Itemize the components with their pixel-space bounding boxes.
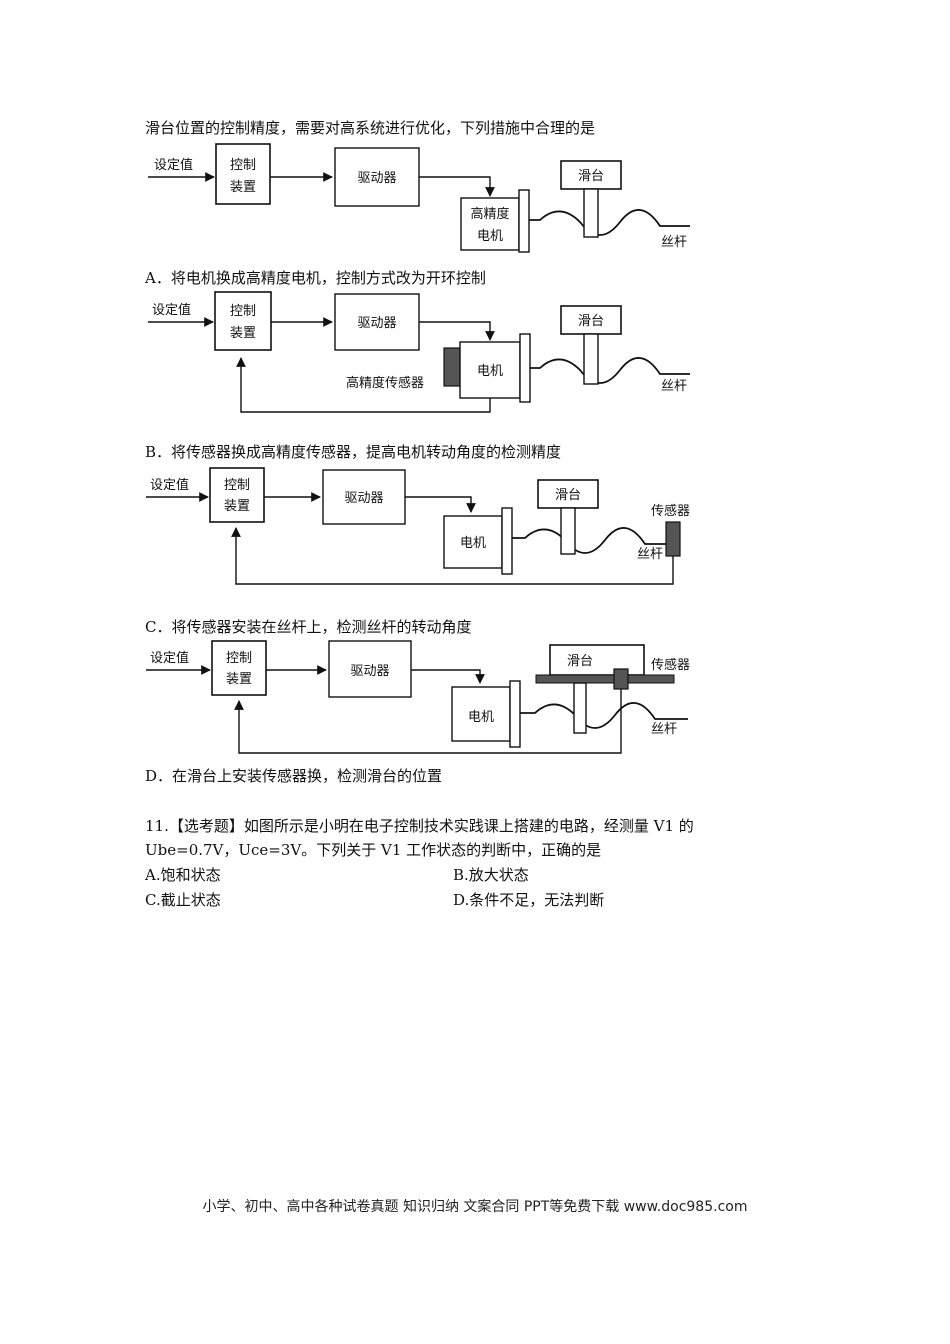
- setpoint-label: 设定值: [154, 157, 193, 173]
- diagram-screw-sensor: 设定值 控制 装置 驱动器 电机 滑台 传感器 丝杆: [140, 462, 700, 592]
- feedback-line: [236, 357, 491, 413]
- slide-box: [560, 160, 622, 190]
- high-precision-sensor: [443, 347, 461, 387]
- svg-text:设定值: 设定值: [150, 477, 189, 493]
- slide-box: [537, 479, 599, 509]
- driver-box: [334, 293, 420, 351]
- svg-text:设定值: 设定值: [152, 302, 191, 318]
- high-precision-sensor-label: 高精度传感器: [346, 375, 424, 391]
- svg-text:驱动器: 驱动器: [350, 664, 389, 679]
- svg-text:丝杆: 丝杆: [661, 379, 687, 394]
- controller-box: [214, 291, 272, 351]
- svg-text:滑台: 滑台: [578, 314, 604, 329]
- q11-option-d: D.条件不足，无法判断: [453, 891, 605, 909]
- svg-text:装置: 装置: [230, 180, 256, 195]
- q11-stem-line1: 11.【选考题】如图所示是小明在电子控制技术实践课上搭建的电路，经测量 V1 的: [145, 817, 694, 835]
- slide-box: [560, 305, 622, 335]
- svg-text:控制: 控制: [230, 304, 256, 319]
- diagram-motor-sensor: 设定值 控制 装置 驱动器 电机 滑台 丝杆 高精度传感器: [140, 288, 700, 418]
- option-c: C．将传感器安装在丝杆上，检测丝杆的转动角度: [145, 618, 472, 636]
- svg-text:控制: 控制: [230, 158, 256, 173]
- screw-label: 丝杆: [661, 235, 687, 250]
- controller-box: [211, 640, 267, 696]
- option-b: B．将传感器换成高精度传感器，提高电机转动角度的检测精度: [145, 443, 562, 461]
- q11-option-a: A.饱和状态: [145, 866, 221, 884]
- svg-text:滑台: 滑台: [578, 169, 604, 184]
- driver-box: [334, 147, 420, 207]
- controller-box: [209, 467, 265, 523]
- sensor-label: 传感器: [651, 657, 690, 673]
- diagram-slide-sensor: 设定值 控制 装置 驱动器 电机 滑台 传感器 丝杆: [140, 637, 700, 767]
- svg-text:装置: 装置: [226, 672, 252, 687]
- q11-stem-line2: Ube=0.7V，Uce=3V。下列关于 V1 工作状态的判断中，正确的是: [145, 841, 602, 859]
- slide-sensor: [613, 668, 629, 690]
- sensor-label: 传感器: [651, 503, 690, 519]
- page-footer: 小学、初中、高中各种试卷真题 知识归纳 文案合同 PPT等免费下载 www.do…: [202, 1199, 748, 1215]
- motor-box: [451, 686, 511, 742]
- diagram-open-loop: 设定值 控制 装置 驱动器 高精度 电机 滑台 丝杆: [140, 140, 700, 270]
- svg-text:电机: 电机: [460, 536, 486, 551]
- slide-box: [549, 644, 645, 676]
- controller-box: [215, 143, 271, 205]
- q11-option-c: C.截止状态: [145, 891, 221, 909]
- svg-text:电机: 电机: [477, 364, 503, 379]
- svg-text:装置: 装置: [230, 326, 256, 341]
- svg-text:电机: 电机: [477, 229, 503, 244]
- svg-text:电机: 电机: [468, 710, 494, 725]
- svg-text:丝杆: 丝杆: [651, 722, 677, 737]
- feedback-line: [234, 689, 622, 754]
- motor-box: [443, 515, 503, 569]
- svg-text:驱动器: 驱动器: [357, 316, 396, 331]
- svg-text:高精度: 高精度: [470, 206, 509, 222]
- svg-text:滑台: 滑台: [555, 488, 581, 503]
- svg-text:驱动器: 驱动器: [344, 491, 383, 506]
- question-intro: 滑台位置的控制精度，需要对高系统进行优化，下列措施中合理的是: [145, 119, 596, 137]
- svg-text:控制: 控制: [226, 651, 252, 666]
- svg-text:装置: 装置: [224, 499, 250, 514]
- q11-option-b: B.放大状态: [453, 866, 529, 884]
- svg-text:控制: 控制: [224, 478, 250, 493]
- feedback-line: [231, 527, 674, 585]
- screw-sensor: [665, 521, 681, 557]
- svg-text:丝杆: 丝杆: [637, 547, 663, 562]
- option-d: D．在滑台上安装传感器换，检测滑台的位置: [145, 767, 443, 785]
- high-precision-motor-box: [460, 197, 520, 251]
- svg-text:滑台: 滑台: [567, 654, 593, 669]
- screw-shape: [529, 209, 690, 236]
- option-a: A．将电机换成高精度电机，控制方式改为开环控制: [145, 269, 486, 287]
- driver-box: [328, 640, 412, 698]
- svg-text:驱动器: 驱动器: [357, 171, 396, 186]
- svg-text:设定值: 设定值: [150, 650, 189, 666]
